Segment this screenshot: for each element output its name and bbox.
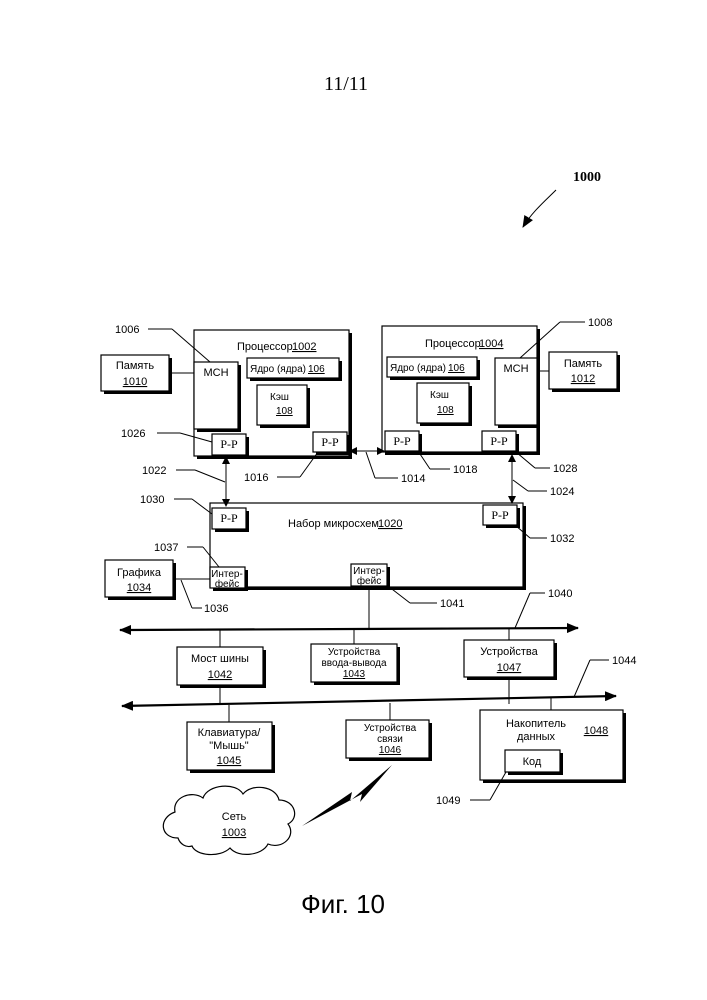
memory-1010-number: 1010 bbox=[123, 376, 147, 388]
ref-1037: 1037 bbox=[154, 542, 178, 554]
memory-1012-label: Память bbox=[564, 358, 603, 370]
comm-devices-number: 1046 bbox=[379, 745, 402, 756]
cache-block-left bbox=[257, 385, 307, 425]
network-label: Сеть bbox=[222, 811, 247, 823]
bus-1044 bbox=[122, 696, 616, 706]
graphics-1034: Графика 1034 bbox=[105, 560, 176, 600]
cache-left-label: Кэш bbox=[270, 392, 289, 403]
devices-number: 1047 bbox=[497, 662, 521, 674]
pp-port-1030-label: P-P bbox=[220, 511, 238, 525]
ref-1024: 1024 bbox=[550, 486, 574, 498]
network-1003: Сеть 1003 bbox=[163, 786, 294, 854]
code-label: Код bbox=[523, 756, 542, 768]
pp-port-1018-label: P-P bbox=[393, 434, 411, 448]
pp-port-1016-label: P-P bbox=[321, 435, 339, 449]
pp-port-1028-label: P-P bbox=[490, 434, 508, 448]
bus-bridge-number: 1042 bbox=[208, 669, 232, 681]
ref-1008: 1008 bbox=[588, 317, 612, 329]
io-devices-line2: ввода-вывода bbox=[321, 658, 386, 669]
memory-1010-label: Память bbox=[116, 360, 155, 372]
page-number: 11/11 bbox=[324, 73, 368, 95]
interface-1037-line2: фейс bbox=[215, 578, 239, 590]
comm-devices-line2: связи bbox=[377, 734, 403, 745]
core-right-number: 106 bbox=[448, 363, 465, 374]
processor-1002-title: Процессор bbox=[237, 341, 293, 353]
leader-1014-b bbox=[366, 452, 375, 478]
processor-1004: Процессор 1004 Ядро (ядра) 106 МСН Кэш 1… bbox=[382, 326, 540, 455]
io-devices-1043: Устройства ввода-вывода 1043 bbox=[311, 644, 400, 685]
mch-right-label: МСН bbox=[503, 363, 528, 375]
leader-1040-b bbox=[515, 593, 530, 628]
keyboard-line2: "Мышь" bbox=[209, 740, 249, 752]
cache-block-right bbox=[417, 383, 469, 423]
cache-left-number: 108 bbox=[276, 406, 293, 417]
bus-bridge-label: Мост шины bbox=[191, 653, 249, 665]
wireless-link-icon bbox=[302, 765, 392, 826]
mch-left-label: МСН bbox=[203, 367, 228, 379]
interface-1041-line2: фейс bbox=[357, 575, 381, 587]
ref-1006: 1006 bbox=[115, 324, 139, 336]
storage-line1: Накопитель bbox=[506, 718, 566, 730]
processor-1002: Процессор 1002 МСН Ядро (ядра) 106 Кэш 1… bbox=[194, 330, 352, 459]
leader-1024-b bbox=[513, 480, 528, 491]
processor-1004-number: 1004 bbox=[479, 338, 503, 350]
pp-port-1026-label: P-P bbox=[220, 437, 238, 451]
chipset-1020: Набор микросхем 1020 P-P P-P Интер- фейс… bbox=[210, 503, 526, 591]
figure-caption: Фиг. 10 bbox=[301, 889, 385, 919]
io-devices-line1: Устройства bbox=[328, 647, 381, 658]
ref-1041: 1041 bbox=[440, 598, 464, 610]
keyboard-number: 1045 bbox=[217, 755, 241, 767]
leader-1030-b bbox=[192, 499, 212, 514]
storage-1048: Накопитель данных 1048 Код bbox=[480, 710, 626, 783]
graphics-number: 1034 bbox=[127, 582, 151, 594]
processor-1002-number: 1002 bbox=[292, 341, 316, 353]
storage-line2: данных bbox=[517, 731, 556, 743]
ref-1036: 1036 bbox=[204, 603, 228, 615]
ref-1040: 1040 bbox=[548, 588, 572, 600]
cache-right-number: 108 bbox=[437, 405, 454, 416]
memory-1012-number: 1012 bbox=[571, 373, 595, 385]
ref-1049: 1049 bbox=[436, 795, 460, 807]
keyboard-line1: Клавиатура/ bbox=[198, 727, 262, 739]
bus-bridge-1042: Мост шины 1042 bbox=[177, 647, 266, 688]
core-left-label: Ядро (ядра) bbox=[250, 364, 306, 375]
leader-1044-b bbox=[574, 660, 590, 697]
ref-1032: 1032 bbox=[550, 533, 574, 545]
leader-1036-b bbox=[181, 580, 192, 608]
storage-number: 1048 bbox=[584, 725, 608, 737]
devices-label: Устройства bbox=[480, 646, 538, 658]
figure-reference-arrow bbox=[523, 190, 556, 227]
comm-devices-line1: Устройства bbox=[364, 723, 417, 734]
memory-1012: Память 1012 bbox=[549, 352, 620, 392]
cache-right-label: Кэш bbox=[430, 390, 449, 401]
network-number: 1003 bbox=[222, 827, 246, 839]
figure-reference: 1000 bbox=[573, 170, 601, 185]
keyboard-mouse-1045: Клавиатура/ "Мышь" 1045 bbox=[187, 722, 275, 773]
leader-1022-b bbox=[195, 470, 225, 482]
devices-1047: Устройства 1047 bbox=[464, 640, 557, 680]
ref-1014: 1014 bbox=[401, 473, 425, 485]
graphics-label: Графика bbox=[117, 567, 162, 579]
core-right-label: Ядро (ядра) bbox=[390, 363, 446, 374]
ref-1044: 1044 bbox=[612, 655, 636, 667]
chipset-number: 1020 bbox=[378, 518, 402, 530]
processor-1004-title: Процессор bbox=[425, 338, 481, 350]
comm-devices-1046: Устройства связи 1046 bbox=[346, 720, 432, 761]
ref-1030: 1030 bbox=[140, 494, 164, 506]
memory-1010: Память 1010 bbox=[101, 355, 172, 394]
core-left-number: 106 bbox=[308, 364, 325, 375]
ref-1022: 1022 bbox=[142, 465, 166, 477]
chipset-title: Набор микросхем bbox=[288, 518, 379, 530]
ref-1016: 1016 bbox=[244, 472, 268, 484]
io-devices-number: 1043 bbox=[343, 669, 366, 680]
ref-1018: 1018 bbox=[453, 464, 477, 476]
pp-port-1032-label: P-P bbox=[491, 508, 509, 522]
ref-1026: 1026 bbox=[121, 428, 145, 440]
ref-1028: 1028 bbox=[553, 463, 577, 475]
